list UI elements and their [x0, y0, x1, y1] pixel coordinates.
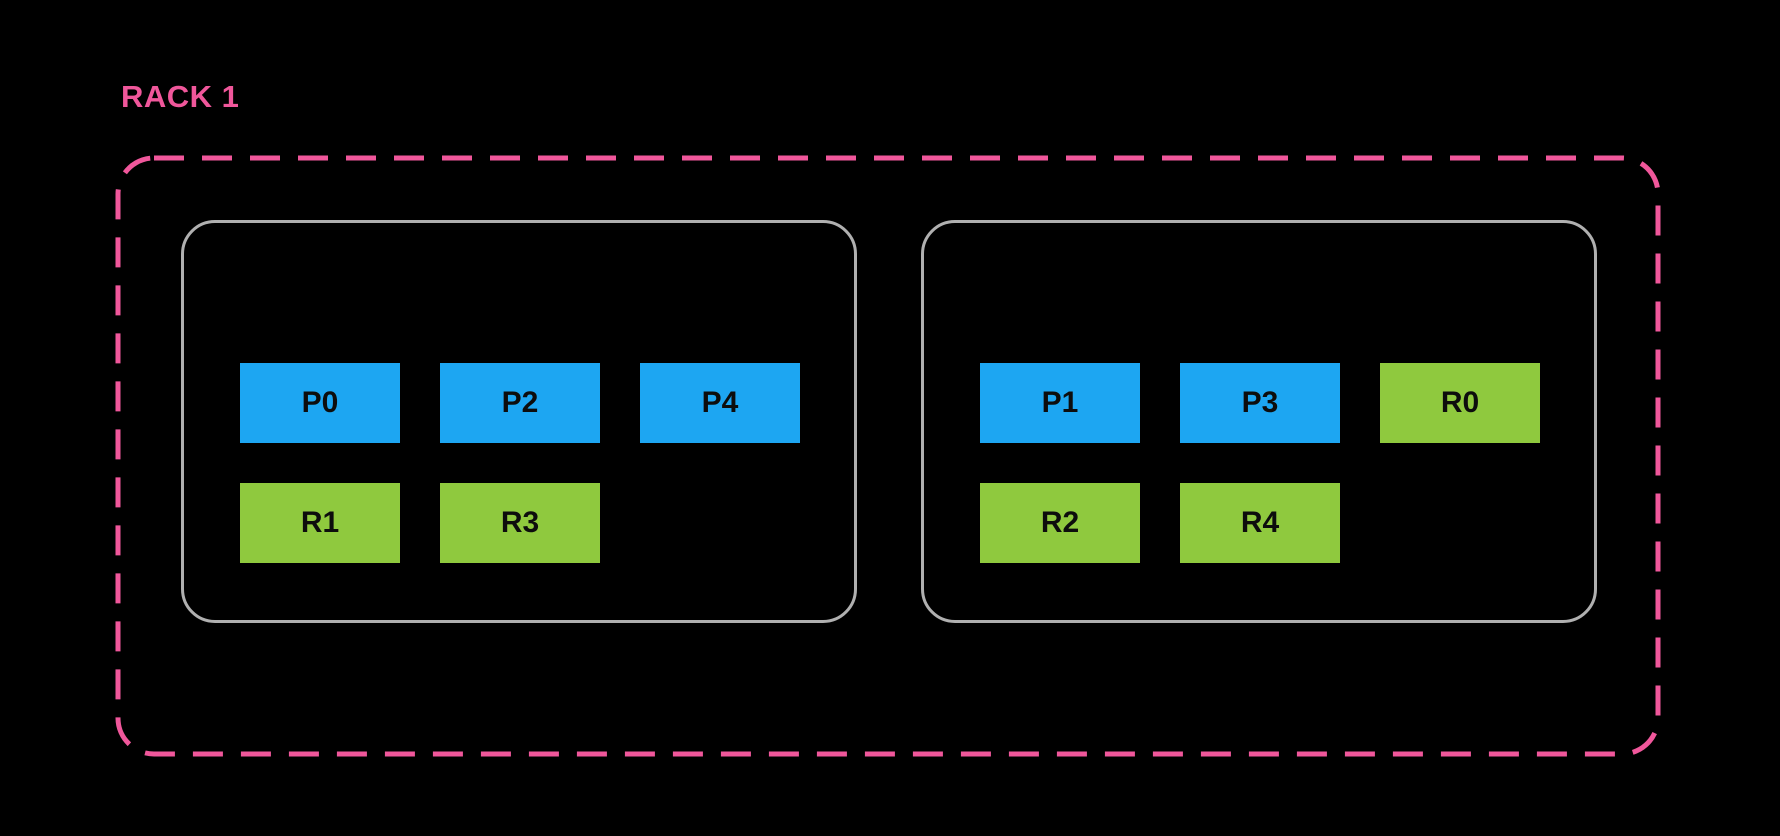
rack-title: RACK 1: [121, 79, 240, 114]
shard-box-r1: R1: [240, 483, 400, 563]
shard-box-p3: P3: [1180, 363, 1340, 443]
shard-box-r3: R3: [440, 483, 600, 563]
node-2: P1 P3 R0 R2 R4: [921, 220, 1597, 623]
node-1: P0 P2 P4 R1 R3: [181, 220, 857, 623]
node-2-bottom-row: R2 R4: [980, 483, 1340, 563]
rack-boundary-dashed-border: [115, 155, 1661, 757]
shard-box-r2: R2: [980, 483, 1140, 563]
node-2-top-row: P1 P3 R0: [980, 363, 1540, 443]
node-1-top-row: P0 P2 P4: [240, 363, 800, 443]
shard-box-p2: P2: [440, 363, 600, 443]
node-1-bottom-row: R1 R3: [240, 483, 600, 563]
shard-box-r0: R0: [1380, 363, 1540, 443]
shard-box-r4: R4: [1180, 483, 1340, 563]
shard-box-p1: P1: [980, 363, 1140, 443]
shard-box-p4: P4: [640, 363, 800, 443]
shard-box-p0: P0: [240, 363, 400, 443]
